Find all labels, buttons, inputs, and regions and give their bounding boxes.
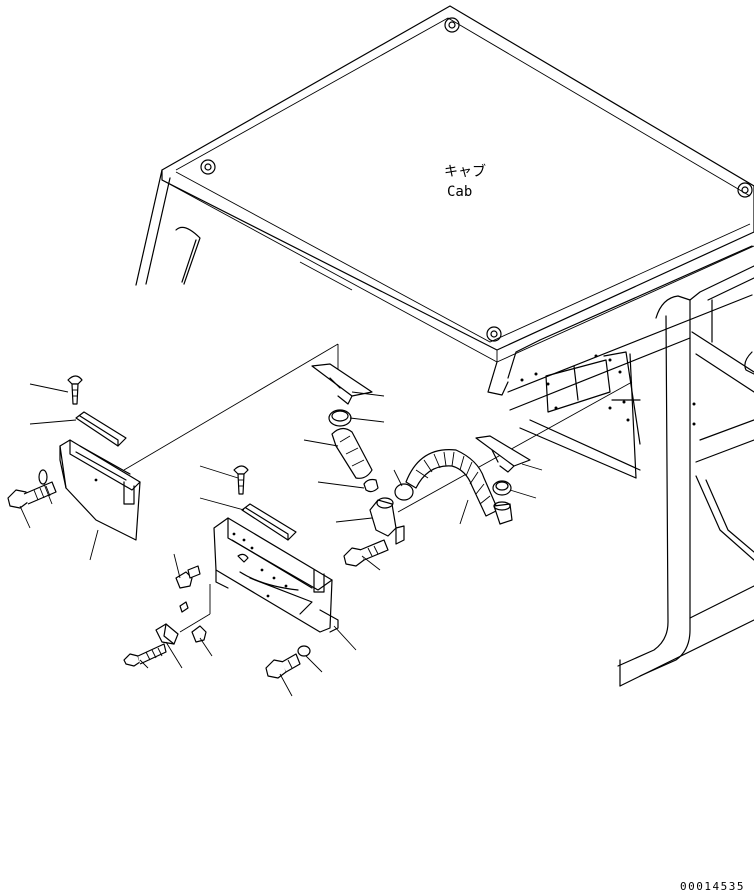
small-band	[363, 478, 379, 493]
junction-elbow	[369, 497, 405, 545]
left-vent-funnel	[311, 363, 373, 405]
cab-left-pillar	[135, 169, 353, 291]
cab-label-english: Cab	[447, 184, 472, 200]
connector-block	[155, 623, 179, 645]
figure-number: 00014535	[680, 880, 745, 893]
cab-right-side	[487, 245, 754, 687]
cab-label-japanese: キャブ	[444, 163, 486, 180]
short-hose	[331, 427, 373, 479]
duct-clamp-right	[394, 483, 414, 501]
center-main-bracket	[213, 517, 339, 633]
roof-mount-holes	[200, 17, 753, 342]
left-plate	[75, 411, 127, 447]
right-duct-elbow	[493, 501, 513, 525]
center-plate	[241, 503, 297, 541]
small-bolt-fitting	[175, 565, 201, 589]
left-hose-clamp	[328, 409, 352, 427]
connector-nut	[191, 625, 207, 643]
center-screw	[233, 465, 249, 495]
leader-lines	[19, 383, 543, 697]
center-long-bolt	[343, 539, 389, 567]
right-vent-funnel	[475, 435, 531, 473]
center-bottom-bolt	[265, 653, 301, 679]
cab-rivets	[520, 354, 696, 426]
cab-roof	[161, 5, 754, 363]
right-hose-clamp	[492, 480, 512, 496]
left-washer	[38, 469, 48, 485]
center-bottom-washer	[297, 645, 311, 657]
lower-left-bolt	[123, 643, 167, 667]
left-bolt	[7, 481, 57, 509]
left-cover-bracket	[59, 439, 141, 541]
duct-reference-lines	[123, 343, 633, 633]
small-clip	[179, 601, 189, 613]
left-screw	[67, 375, 83, 405]
long-corrugated-hose	[405, 449, 499, 517]
